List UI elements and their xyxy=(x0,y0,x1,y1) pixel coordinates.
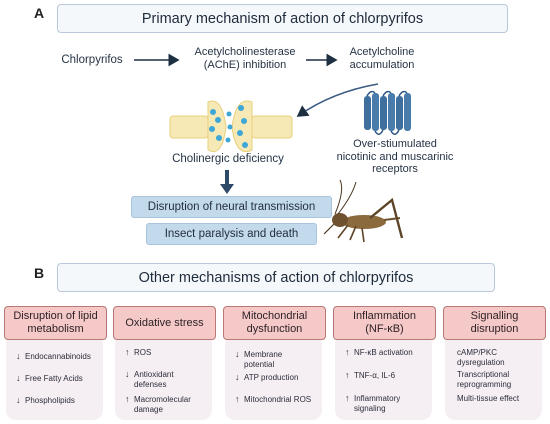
list-item: ↓ Phospholipids xyxy=(16,395,95,406)
list-item-label: Inflammatory signaling xyxy=(354,394,401,413)
arrow-up-icon: ↑ xyxy=(345,370,350,380)
list-item: ↓ Membrane potential xyxy=(235,349,314,369)
cholinergic-deficiency-label: Cholinergic deficiency xyxy=(172,153,284,165)
ach-line1: Acetylcholine xyxy=(349,46,415,58)
panel-a-title: Primary mechanism of action of chlorpyri… xyxy=(57,4,508,33)
list-item-label: cAMP/PKC dysregulation xyxy=(457,348,505,367)
ache-line2: (AChE) inhibition xyxy=(203,59,287,71)
arrow-up-icon: ↑ xyxy=(125,394,130,404)
list-item-label: Free Fatty Acids xyxy=(25,374,83,383)
list-item: ↑ Mitochondrial ROS xyxy=(235,394,314,405)
category-header-line: Inflammation xyxy=(353,310,416,322)
list-item-label: Phospholipids xyxy=(25,396,75,405)
arrow-down-icon: ↓ xyxy=(16,373,21,383)
list-item-label: Multi-tissue effect xyxy=(457,394,520,403)
category-header-line: (NF-κB) xyxy=(365,323,404,335)
list-item: ↑ Inflammatory signaling xyxy=(345,393,424,413)
receptor-icon xyxy=(364,90,411,135)
list-item: ↑ TNF-α, IL-6 xyxy=(345,370,424,381)
list-item-label: NF-κB activation xyxy=(354,348,413,357)
paralysis-box: Insect paralysis and death xyxy=(146,223,317,245)
arrow-down-icon: ↓ xyxy=(16,395,21,405)
list-item: ↑ ROS xyxy=(125,347,204,358)
list-item: ↓ Endocannabinoids xyxy=(16,351,95,362)
receptors-line1: Over-stiumulated xyxy=(353,138,437,150)
cricket-icon xyxy=(323,179,404,243)
list-item-label: Endocannabinoids xyxy=(25,352,91,361)
category-header-line: disruption xyxy=(470,323,519,335)
list-item-label: ROS xyxy=(134,348,152,357)
list-item-label: Macromolecular damage xyxy=(134,395,191,414)
synapse-icon xyxy=(169,100,293,153)
list-item: cAMP/PKC dysregulation xyxy=(457,348,536,367)
category-panel xyxy=(6,334,103,420)
category-header-line: Disruption of lipid xyxy=(13,310,98,322)
receptors-line3: receptors xyxy=(372,163,418,175)
category-panel xyxy=(335,334,432,420)
list-item: ↑ NF-κB activation xyxy=(345,347,424,358)
panel-a-label: A xyxy=(34,5,45,21)
ache-line1: Acetylcholinesterase xyxy=(194,46,296,58)
list-item: ↓ Antioxidant defenses xyxy=(125,369,204,389)
arrow-down-icon: ↓ xyxy=(125,369,130,379)
chlorpyrifos-label: Chlorpyrifos xyxy=(61,54,123,66)
category-header: Oxidative stress xyxy=(113,306,216,340)
ach-accumulation-label: Acetylcholine accumulation xyxy=(332,46,432,72)
list-item: ↑ Macromolecular damage xyxy=(125,394,204,414)
list-item: ↓ Free Fatty Acids xyxy=(16,373,95,384)
panel-b-title: Other mechanisms of action of chlorpyrif… xyxy=(57,263,495,292)
category-panel xyxy=(445,334,542,420)
category-header-line: Signalling xyxy=(470,310,519,322)
ach-line2: accumulation xyxy=(349,59,415,71)
list-item: ↓ ATP production xyxy=(235,372,314,383)
list-item-label: Membrane potential xyxy=(244,350,283,369)
arrow-down-icon: ↓ xyxy=(235,349,240,359)
receptors-label: Over-stiumulated nicotinic and muscarini… xyxy=(330,138,460,176)
arrow-ach-to-synapse xyxy=(296,83,379,117)
disruption-box: Disruption of neural transmission xyxy=(131,196,332,218)
arrow-up-icon: ↑ xyxy=(345,393,350,403)
receptors-line2: nicotinic and muscarinic xyxy=(336,150,454,163)
list-item-label: TNF-α, IL-6 xyxy=(354,371,396,380)
list-item-label: ATP production xyxy=(244,373,299,382)
list-item: Multi-tissue effect xyxy=(457,394,536,404)
arrow-down-icon: ↓ xyxy=(235,372,240,382)
list-item: Transcriptional reprogramming xyxy=(457,370,536,389)
arrow-up-icon: ↑ xyxy=(345,347,350,357)
category-header-line: metabolism xyxy=(27,323,84,335)
list-item-label: Mitochondrial ROS xyxy=(244,395,312,404)
panel-b-label: B xyxy=(34,265,45,281)
category-header-line: Mitochondrial xyxy=(241,310,308,322)
category-panel xyxy=(225,334,322,420)
category-header-line: Oxidative stress xyxy=(125,316,204,329)
category-header-line: dysfunction xyxy=(246,323,303,335)
arrow-up-icon: ↑ xyxy=(235,394,240,404)
list-item-label: Antioxidant defenses xyxy=(134,370,174,389)
category-header: Inflammation(NF-κB) xyxy=(333,306,436,340)
arrow-up-icon: ↑ xyxy=(125,347,130,357)
list-item-label: Transcriptional reprogramming xyxy=(457,370,512,389)
ache-inhibition-label: Acetylcholinesterase (AChE) inhibition xyxy=(180,46,310,72)
arrow-down-icon: ↓ xyxy=(16,351,21,361)
category-panel xyxy=(115,334,212,420)
